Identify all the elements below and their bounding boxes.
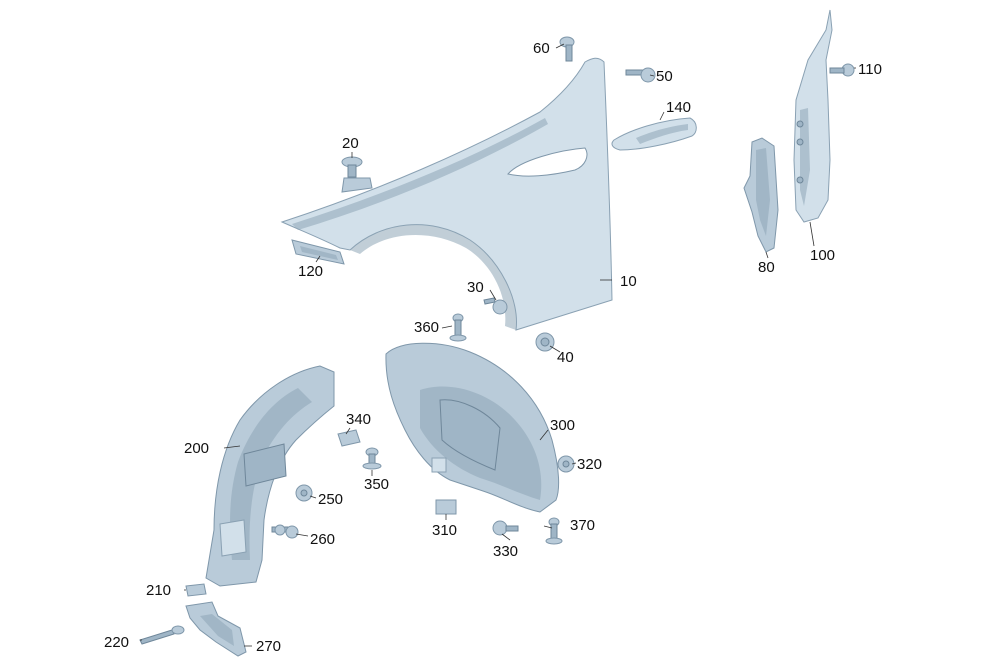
bracket-part-270 xyxy=(185,601,247,657)
rivet-part-360 xyxy=(449,313,467,342)
screw-part-260 xyxy=(271,524,299,539)
screw-part-30 xyxy=(483,297,508,315)
label-30: 30 xyxy=(467,279,484,296)
label-110: 110 xyxy=(858,61,882,78)
vent-trim-part-140 xyxy=(611,117,697,151)
rivet-part-370 xyxy=(545,517,563,545)
gasket-part-120 xyxy=(291,239,345,265)
label-50: 50 xyxy=(656,68,673,85)
label-320: 320 xyxy=(577,456,602,473)
fastener-part-350 xyxy=(362,447,382,470)
label-120: 120 xyxy=(298,263,323,280)
clip-part-310 xyxy=(435,499,457,515)
fender-part-10 xyxy=(280,57,613,331)
label-80: 80 xyxy=(758,259,775,276)
bolt-part-60 xyxy=(559,36,575,62)
label-20: 20 xyxy=(342,135,359,152)
leader-lines xyxy=(140,43,856,647)
label-10: 10 xyxy=(620,273,637,290)
label-210: 210 xyxy=(146,582,171,599)
wheel-arch-liner-part-300 xyxy=(385,342,560,513)
wheel-arch-liner-part-200 xyxy=(205,365,335,587)
pin-part-220 xyxy=(139,625,185,645)
label-350: 350 xyxy=(364,476,389,493)
screw-part-330 xyxy=(492,520,519,536)
label-250: 250 xyxy=(318,491,343,508)
label-60: 60 xyxy=(533,40,550,57)
pillar-trim-part-100 xyxy=(793,9,833,223)
seal-part-80 xyxy=(743,137,779,253)
label-220: 220 xyxy=(104,634,129,651)
label-300: 300 xyxy=(550,417,575,434)
nut-part-40 xyxy=(535,332,555,352)
part-labels: 60 50 140 20 110 80 100 120 10 30 40 360… xyxy=(104,40,882,655)
label-260: 260 xyxy=(310,531,335,548)
clip-part-210 xyxy=(185,583,207,597)
nut-part-250 xyxy=(295,484,313,502)
label-360: 360 xyxy=(414,319,439,336)
clip-part-340 xyxy=(337,429,361,447)
label-370: 370 xyxy=(570,517,595,534)
bolt-part-50 xyxy=(625,67,656,83)
label-270: 270 xyxy=(256,638,281,655)
label-100: 100 xyxy=(810,247,835,264)
label-310: 310 xyxy=(432,522,457,539)
clip-part-20 xyxy=(341,156,373,193)
clip-part-110 xyxy=(829,63,855,77)
label-330: 330 xyxy=(493,543,518,560)
label-200: 200 xyxy=(184,440,209,457)
label-40: 40 xyxy=(557,349,574,366)
label-340: 340 xyxy=(346,411,371,428)
nut-part-320 xyxy=(557,455,575,473)
label-140: 140 xyxy=(666,99,691,116)
